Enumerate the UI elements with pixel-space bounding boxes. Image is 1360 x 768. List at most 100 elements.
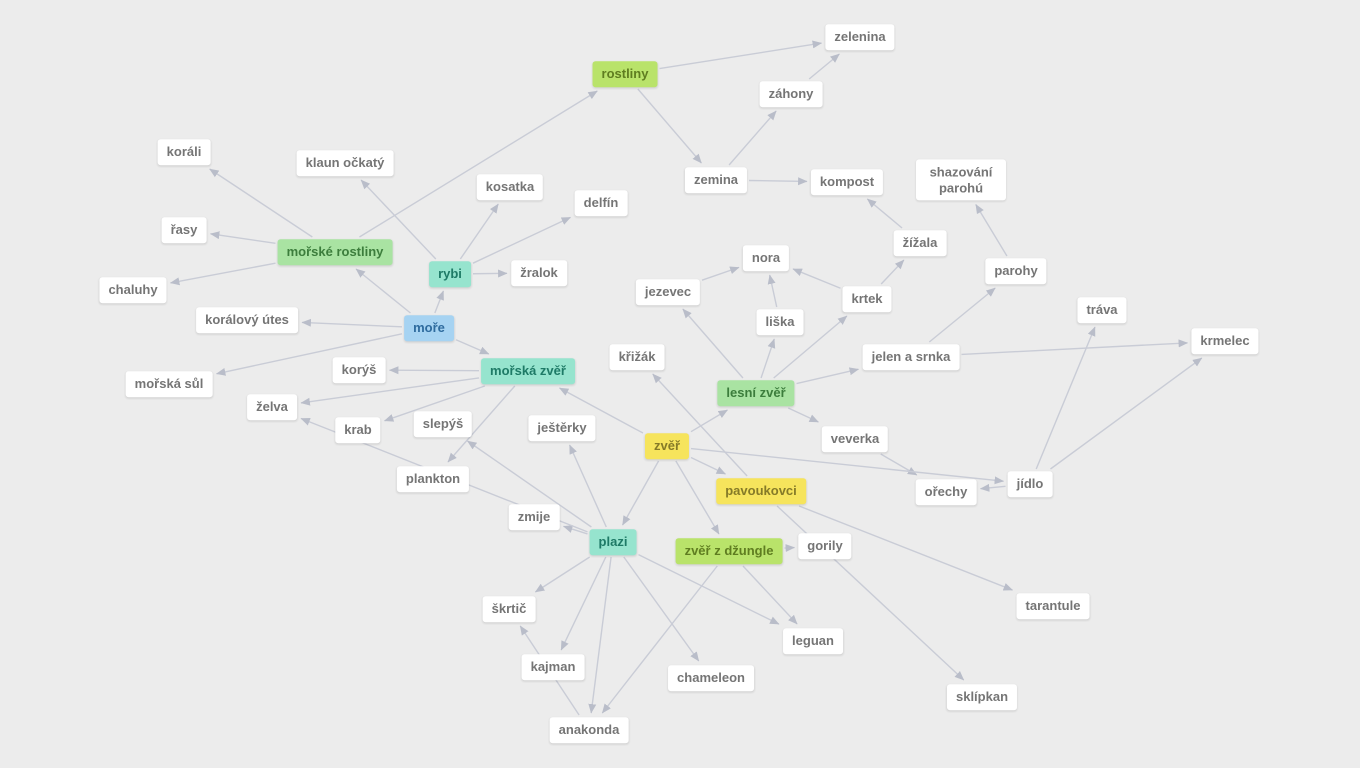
graph-edge-liska--nora xyxy=(767,274,778,308)
graph-edge-pavoukovci--sklipkan xyxy=(776,505,965,681)
graph-edge-more--rybi xyxy=(434,290,445,314)
graph-node-shazovani-parohu[interactable]: shazování parohú xyxy=(916,159,1006,201)
graph-edge-zver--plazi xyxy=(621,460,660,526)
graph-edge-zver-z-dzungle--gorily xyxy=(784,544,796,553)
graph-node-orechy[interactable]: ořechy xyxy=(915,479,977,505)
graph-node-korali[interactable]: koráli xyxy=(157,139,211,165)
graph-edge-morske-rostliny--korali xyxy=(209,168,313,238)
graph-edge-morske-rostliny--rostliny xyxy=(359,90,598,238)
graph-node-sklipkan[interactable]: sklípkan xyxy=(946,684,1018,710)
graph-edge-jidlo--krmelec xyxy=(1050,357,1203,470)
graph-node-korys[interactable]: korýš xyxy=(332,357,386,383)
graph-edge-morske-rostliny--chaluhy xyxy=(169,262,276,286)
graph-node-krmelec[interactable]: krmelec xyxy=(1191,328,1259,354)
graph-edge-plazi--slepys xyxy=(467,440,592,528)
graph-edge-zver--lesni-zver xyxy=(690,409,728,433)
graph-edge-zver--jidlo xyxy=(690,447,1005,485)
graph-node-delfin[interactable]: delfín xyxy=(574,190,628,216)
graph-edge-lesni-zver--liska xyxy=(760,338,776,379)
graph-edge-zahony--zelenina xyxy=(808,53,840,80)
graph-node-jidlo[interactable]: jídlo xyxy=(1007,471,1053,497)
graph-node-tarantule[interactable]: tarantule xyxy=(1016,593,1090,619)
edges-group xyxy=(169,40,1203,716)
graph-edge-krtek--nora xyxy=(792,268,841,289)
graph-node-morska-sul[interactable]: mořská sůl xyxy=(125,371,213,397)
graph-edge-rostliny--zemina xyxy=(637,88,702,164)
graph-node-trava[interactable]: tráva xyxy=(1077,297,1127,323)
graph-edge-zemina--kompost xyxy=(748,177,808,186)
graph-edge-more--morske-rostliny xyxy=(355,268,411,314)
graph-node-zelva[interactable]: želva xyxy=(247,394,297,420)
graph-node-pavoukovci[interactable]: pavoukovci xyxy=(716,478,806,504)
graph-edge-lesni-zver--jezevec xyxy=(682,308,744,379)
graph-node-morske-rostliny[interactable]: mořské rostliny xyxy=(277,239,393,265)
graph-node-kompost[interactable]: kompost xyxy=(810,169,884,195)
graph-node-rasy[interactable]: řasy xyxy=(161,217,207,243)
graph-edge-lesni-zver--veverka xyxy=(787,407,819,423)
graph-node-chameleon[interactable]: chameleon xyxy=(668,665,754,691)
graph-edge-pavoukovci--krizak xyxy=(652,373,748,477)
graph-node-krtek[interactable]: krtek xyxy=(842,286,892,312)
graph-node-veverka[interactable]: veverka xyxy=(821,426,889,452)
graph-node-skrtic[interactable]: škrtič xyxy=(482,596,536,622)
graph-node-rostliny[interactable]: rostliny xyxy=(592,61,658,87)
graph-node-plazi[interactable]: plazi xyxy=(589,529,637,555)
graph-edge-plazi--leguan xyxy=(638,553,780,625)
graph-edge-morska-zver--krab xyxy=(384,385,486,422)
graph-edge-jidlo--trava xyxy=(1035,326,1096,470)
graph-edge-jezevec--nora xyxy=(701,266,740,281)
graph-node-kajman[interactable]: kajman xyxy=(521,654,585,680)
graph-node-plankton[interactable]: plankton xyxy=(396,466,470,492)
graph-node-jesterky[interactable]: ještěrky xyxy=(528,415,596,441)
graph-edge-pavoukovci--tarantule xyxy=(798,505,1013,591)
graph-edge-jelen-a-srnka--krmelec xyxy=(961,339,1189,356)
graph-edge-jelen-a-srnka--parohy xyxy=(928,287,996,343)
graph-edge-lesni-zver--jelen-a-srnka xyxy=(796,367,860,385)
graph-node-zemina[interactable]: zemina xyxy=(684,167,748,193)
graph-node-gorily[interactable]: gorily xyxy=(798,533,852,559)
graph-edge-zver--zver-z-dzungle xyxy=(675,460,720,535)
graph-node-krab[interactable]: krab xyxy=(335,417,381,443)
graph-node-slepys[interactable]: slepýš xyxy=(413,411,473,437)
graph-node-lesni-zver[interactable]: lesní zvěř xyxy=(717,380,795,406)
graph-edge-more--koralovy-utes xyxy=(301,318,403,328)
graph-node-zver-z-dzungle[interactable]: zvěř z džungle xyxy=(675,538,783,564)
graph-node-zmije[interactable]: zmije xyxy=(508,504,560,530)
graph-node-parohy[interactable]: parohy xyxy=(985,258,1047,284)
graph-node-morska-zver[interactable]: mořská zvěř xyxy=(481,358,575,384)
graph-node-zizala[interactable]: žížala xyxy=(893,230,947,256)
graph-edge-plazi--jesterky xyxy=(568,444,607,528)
graph-node-jezevec[interactable]: jezevec xyxy=(635,279,701,305)
graph-edge-zver-z-dzungle--anakonda xyxy=(601,565,718,714)
graph-node-nora[interactable]: nora xyxy=(742,245,790,271)
graph-edge-rostliny--zelenina xyxy=(659,40,823,70)
graph-edge-more--morska-sul xyxy=(215,333,403,376)
graph-node-anakonda[interactable]: anakonda xyxy=(549,717,629,743)
graph-edge-zver-z-dzungle--leguan xyxy=(742,565,798,625)
graph-edge-plazi--skrtic xyxy=(534,556,591,593)
graph-node-klaun-ockaty[interactable]: klaun očkatý xyxy=(296,150,394,176)
graph-node-kosatka[interactable]: kosatka xyxy=(476,174,544,200)
graph-node-zralok[interactable]: žralok xyxy=(511,260,567,286)
graph-edge-zver--pavoukovci xyxy=(690,456,726,475)
graph-node-koralovy-utes[interactable]: korálový útes xyxy=(196,307,298,333)
graph-edge-parohy--shazovani-parohu xyxy=(975,204,1008,257)
graph-node-rybi[interactable]: rybi xyxy=(429,261,471,287)
graph-node-more[interactable]: moře xyxy=(404,315,454,341)
graph-node-jelen-a-srnka[interactable]: jelen a srnka xyxy=(862,344,960,370)
graph-edge-plazi--kajman xyxy=(560,556,607,651)
graph-node-zelenina[interactable]: zelenina xyxy=(825,24,895,50)
graph-node-krizak[interactable]: křižák xyxy=(609,344,665,370)
graph-node-liska[interactable]: liška xyxy=(756,309,804,335)
graph-edge-zver--morska-zver xyxy=(559,387,644,434)
graph-node-chaluhy[interactable]: chaluhy xyxy=(99,277,167,303)
graph-edge-lesni-zver--krtek xyxy=(773,315,848,379)
graph-edge-jidlo--orechy xyxy=(979,483,1006,492)
graph-edge-plazi--anakonda xyxy=(588,556,612,714)
graph-node-zver[interactable]: zvěř xyxy=(644,433,690,459)
graph-edge-zizala--kompost xyxy=(866,198,903,229)
graph-node-leguan[interactable]: leguan xyxy=(783,628,843,654)
graph-node-zahony[interactable]: záhony xyxy=(759,81,823,107)
